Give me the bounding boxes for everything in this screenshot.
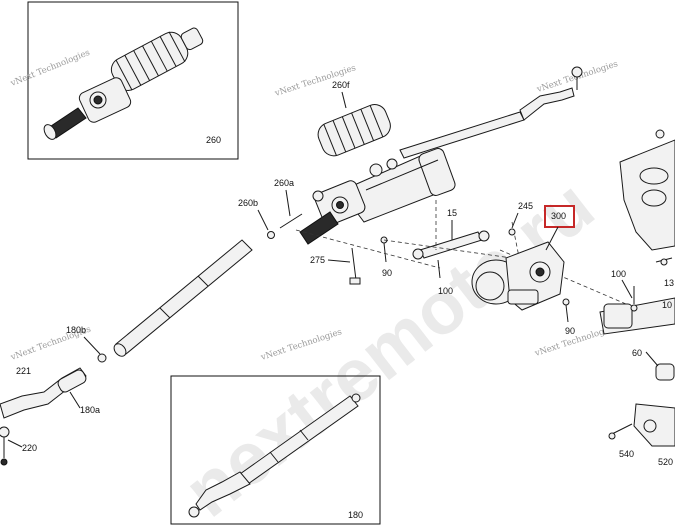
callout-245: 245 [518,201,533,211]
callout-260a: 260a [274,178,294,188]
right-small-parts [608,257,675,447]
callout-220: 220 [22,443,37,453]
frame-bracket [619,129,675,251]
inset-180: 180 [170,375,381,525]
callout-100-right: 100 [611,269,626,279]
callout-260f: 260f [332,80,350,90]
callout-labels: 260f 260a 260b 15 245 300 275 90 100 100… [7,80,674,467]
callout-520: 520 [658,457,673,467]
site-watermark: nextremote.ru [169,163,609,526]
inset-260: 260 [27,1,239,160]
callout-60: 60 [632,348,642,358]
callout-300-highlight [544,205,575,228]
callout-10: 10 [662,300,672,310]
inset-260-label: 260 [206,135,221,145]
callout-15: 15 [447,208,457,218]
left-tie-rod [0,353,107,466]
callout-180b: 180b [66,325,86,335]
brand-watermark-1: vNext Technologies [8,48,91,89]
callout-260b: 260b [238,198,258,208]
inset-180-frame [170,375,381,525]
callout-90-right: 90 [565,326,575,336]
callout-13: 13 [664,278,674,288]
inset-180-label: 180 [348,510,363,520]
callout-90-left: 90 [382,268,392,278]
callout-100-left: 100 [438,286,453,296]
callout-540: 540 [619,449,634,459]
inset-260-frame [27,1,239,160]
callout-275: 275 [310,255,325,265]
callout-300: 300 [551,211,566,221]
steering-rack-assembly [113,66,641,357]
power-steering-unit [471,228,570,323]
output-shaft [599,286,675,335]
callout-221: 221 [16,366,31,376]
callout-180a: 180a [80,405,100,415]
